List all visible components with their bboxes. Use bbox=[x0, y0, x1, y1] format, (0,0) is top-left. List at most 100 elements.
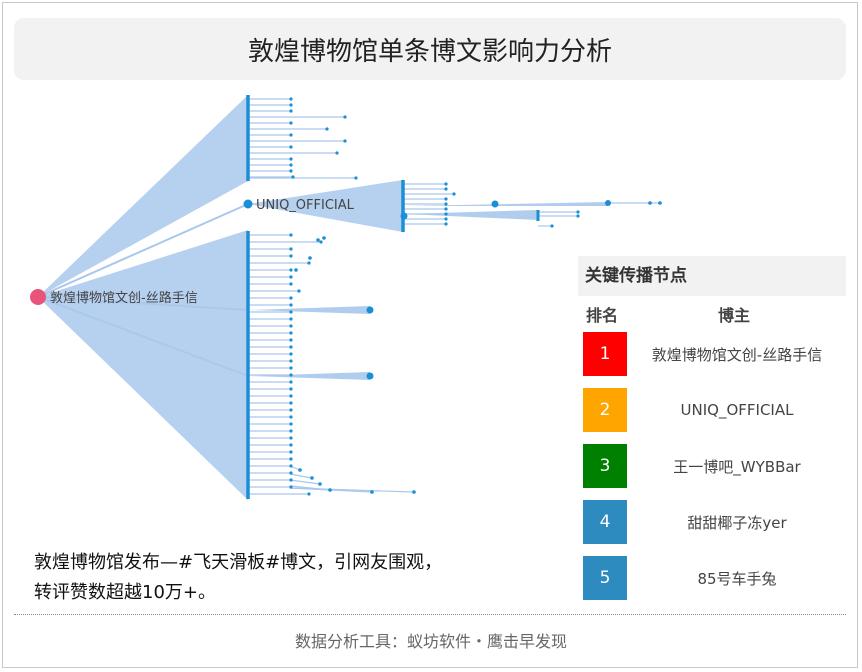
lower-tail-node bbox=[318, 482, 322, 486]
ranking-row: 4 甜甜椰子冻yer bbox=[578, 500, 846, 544]
lower-leaf-node bbox=[289, 233, 293, 237]
sub-node bbox=[366, 372, 374, 380]
lower-leaf-node bbox=[289, 366, 293, 370]
lower-leaf-node bbox=[289, 310, 293, 314]
lower-leaf-node bbox=[289, 345, 293, 349]
sub-fan bbox=[249, 372, 370, 380]
hub-branch-node bbox=[400, 212, 408, 220]
root-hub-edge bbox=[37, 203, 249, 298]
rank-badge: 4 bbox=[583, 500, 627, 544]
root-fan-upper bbox=[38, 95, 248, 297]
root-fan-lower bbox=[38, 230, 248, 500]
hub-leaf-node bbox=[452, 192, 456, 196]
ranking-row: 2 UNIQ_OFFICIAL bbox=[578, 388, 846, 432]
blogger-name: 85号车手兔 bbox=[697, 569, 777, 588]
root-edge bbox=[37, 296, 249, 377]
lower-extra-node bbox=[316, 238, 320, 242]
upper-leaf-node bbox=[289, 97, 293, 101]
lower-leaf-node bbox=[289, 373, 293, 377]
lower-leaf-node bbox=[289, 387, 293, 391]
lower-leaf-node bbox=[289, 464, 293, 468]
description: 敦煌博物馆发布—#飞天滑板#博文，引网友围观， 转评赞数超越10万+。 bbox=[34, 548, 554, 608]
lower-extra-node bbox=[294, 268, 298, 272]
upper-leaf-node bbox=[289, 145, 293, 149]
upper-leaf-node bbox=[289, 109, 293, 113]
blogger-name: 王一博吧_WYBBar bbox=[673, 457, 801, 476]
lower-leaf-node bbox=[289, 275, 293, 279]
rank-badge: 2 bbox=[583, 388, 627, 432]
hub-leaf-node bbox=[444, 207, 448, 211]
lower-leaf-node bbox=[289, 478, 293, 482]
hub-long-fan bbox=[404, 202, 608, 206]
upper-leaf-node bbox=[289, 133, 293, 137]
lower-tail-edge bbox=[289, 473, 313, 479]
lower-leaf-node bbox=[289, 443, 293, 447]
lower-tail-node bbox=[328, 488, 332, 492]
hub-node bbox=[243, 199, 253, 209]
lower-tail-node bbox=[412, 490, 416, 494]
lower-leaf-node bbox=[289, 415, 293, 419]
lower-tail-node bbox=[298, 468, 302, 472]
ranking-row: 3 王一博吧_WYBBar bbox=[578, 444, 846, 488]
lower-leaf-node bbox=[289, 422, 293, 426]
lower-leaf-node bbox=[289, 394, 293, 398]
lower-leaf-node bbox=[289, 268, 293, 272]
hub-sub-fan bbox=[404, 210, 538, 220]
ranking-row: 1 敦煌博物馆文创-丝路手信 bbox=[578, 332, 846, 376]
root-node-label: 敦煌博物馆文创-丝路手信 bbox=[50, 290, 198, 306]
hub-leaf-node bbox=[444, 217, 448, 221]
lower-tail-node bbox=[370, 490, 374, 494]
hub-leaf-node bbox=[444, 212, 448, 216]
lower-tail-edge bbox=[289, 479, 321, 485]
lower-leaf-node bbox=[289, 324, 293, 328]
lower-leaf-node bbox=[289, 485, 293, 489]
upper-leaf-node bbox=[354, 176, 358, 180]
blogger-header: 博主 bbox=[718, 306, 751, 325]
lower-leaf-node bbox=[307, 492, 311, 496]
hub-leaf-node bbox=[444, 187, 448, 191]
hub-leaf-node bbox=[444, 222, 448, 226]
lower-leaf-node bbox=[289, 380, 293, 384]
blogger-name: UNIQ_OFFICIAL bbox=[680, 401, 794, 419]
lower-leaf-node bbox=[289, 457, 293, 461]
hub-sub-leaf-node bbox=[576, 214, 580, 218]
upper-leaf-node bbox=[325, 127, 329, 131]
hub-leaf-node bbox=[444, 197, 448, 201]
hub-leaf-node bbox=[658, 201, 662, 205]
blogger-name: 敦煌博物馆文创-丝路手信 bbox=[651, 345, 823, 364]
lower-leaf-node bbox=[289, 282, 293, 286]
hub-leaf-node bbox=[648, 201, 652, 205]
root-node bbox=[30, 289, 46, 305]
lower-leaf-node bbox=[289, 247, 293, 251]
lower-leaf-node bbox=[289, 359, 293, 363]
lower-leaf-node bbox=[289, 429, 293, 433]
divider bbox=[14, 614, 846, 615]
lower-leaf-node bbox=[289, 436, 293, 440]
description-line-1: 敦煌博物馆发布—#飞天滑板#博文，引网友围观， bbox=[34, 552, 443, 573]
upper-leaf-node bbox=[289, 157, 293, 161]
hub-leaf-node bbox=[444, 202, 448, 206]
hub-sub-leaf-node bbox=[576, 210, 580, 214]
rank-badge: 3 bbox=[583, 444, 627, 488]
hub-mid-node bbox=[491, 200, 499, 208]
rank-header: 排名 bbox=[586, 306, 619, 325]
hub-leaf-node bbox=[444, 182, 448, 186]
upper-leaf-node bbox=[335, 151, 339, 155]
lower-leaf-node bbox=[289, 317, 293, 321]
page-title: 敦煌博物馆单条博文影响力分析 bbox=[14, 18, 846, 80]
upper-leaf-node bbox=[289, 163, 293, 167]
rank-badge: 5 bbox=[583, 556, 627, 600]
panel-title: 关键传播节点 bbox=[578, 256, 846, 296]
key-nodes-panel: 关键传播节点 排名 博主 1 敦煌博物馆文创-丝路手信 2 UNIQ_OFFIC… bbox=[578, 256, 846, 606]
hub-far-node bbox=[605, 200, 611, 206]
lower-leaf-node bbox=[289, 450, 293, 454]
lower-leaf-node bbox=[289, 254, 293, 258]
footer-credit: 数据分析工具：蚁坊软件・鹰击早发现 bbox=[294, 632, 567, 651]
lower-extra-node bbox=[322, 236, 326, 240]
hub-fan bbox=[248, 180, 403, 232]
upper-leaf-node bbox=[289, 103, 293, 107]
ranking-row: 5 85号车手兔 bbox=[578, 556, 846, 600]
lower-leaf-node bbox=[289, 401, 293, 405]
